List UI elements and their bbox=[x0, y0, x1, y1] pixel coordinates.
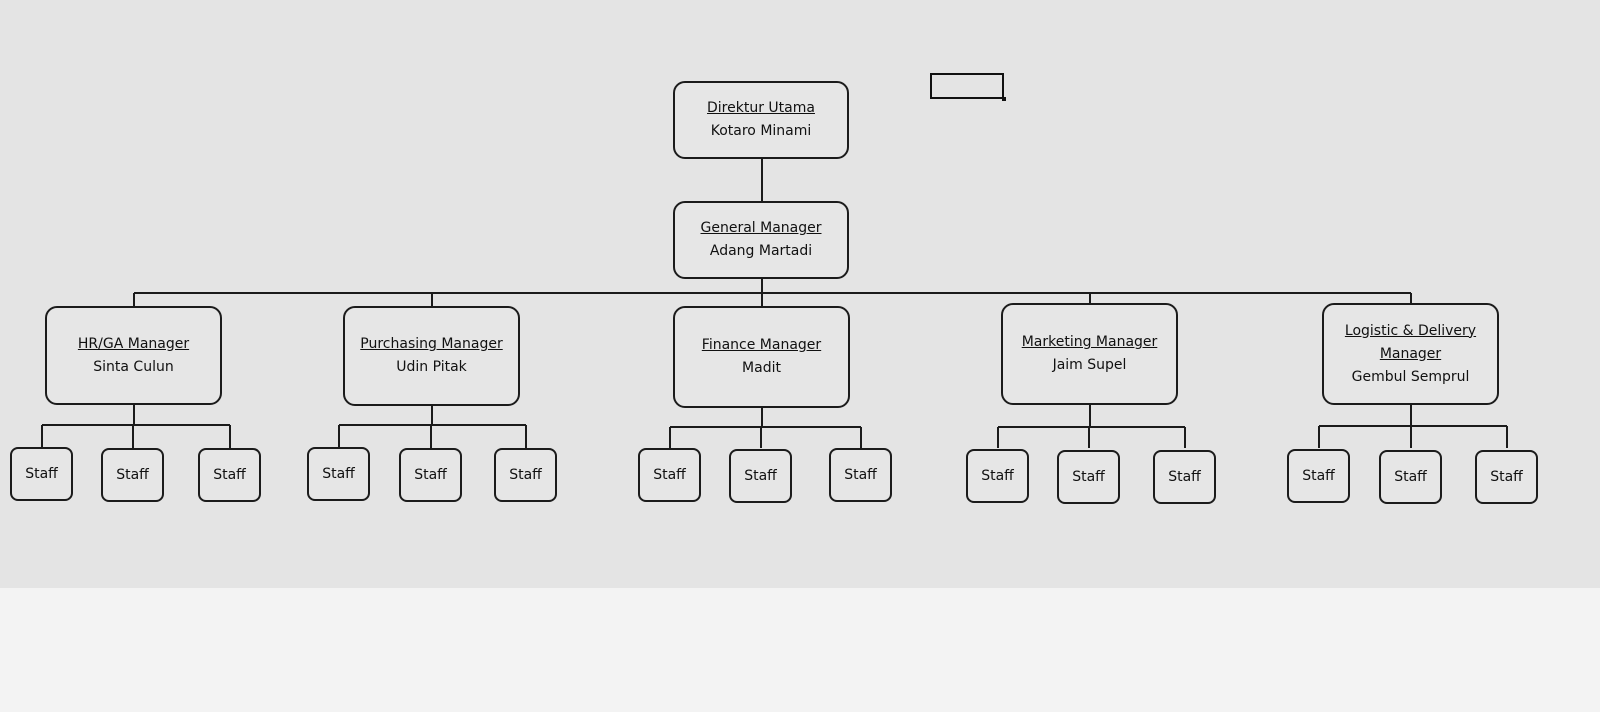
staff-box: Staff bbox=[10, 447, 73, 501]
node-manager-logistic: Logistic & Delivery Manager Gembul Sempr… bbox=[1322, 303, 1499, 405]
node-title: Purchasing Manager bbox=[360, 336, 503, 352]
node-title: Marketing Manager bbox=[1021, 334, 1158, 350]
node-person: Sinta Culun bbox=[93, 358, 174, 375]
staff-box: Staff bbox=[1287, 449, 1350, 503]
node-person: Udin Pitak bbox=[396, 359, 467, 375]
node-title: Logistic & Delivery Manager bbox=[1344, 322, 1477, 362]
node-title: Direktur Utama bbox=[707, 100, 815, 116]
staff-box: Staff bbox=[399, 448, 462, 502]
staff-box: Staff bbox=[1153, 450, 1216, 504]
node-title: General Manager bbox=[700, 220, 822, 236]
staff-box: Staff bbox=[829, 448, 892, 502]
staff-box: Staff bbox=[1475, 450, 1538, 504]
node-title: Finance Manager bbox=[701, 337, 822, 353]
empty-selection-box bbox=[930, 73, 1006, 101]
connector-lines bbox=[41, 159, 1508, 448]
node-manager-purchasing: Purchasing Manager Udin Pitak bbox=[343, 306, 520, 406]
staff-box: Staff bbox=[101, 448, 164, 502]
staff-box: Staff bbox=[198, 448, 261, 502]
node-person: Kotaro Minami bbox=[710, 123, 812, 139]
staff-box: Staff bbox=[1057, 450, 1120, 504]
staff-box: Staff bbox=[494, 448, 557, 502]
node-manager-marketing: Marketing Manager Jaim Supel bbox=[1001, 303, 1178, 405]
node-manager-finance: Finance Manager Madit bbox=[673, 306, 850, 408]
org-chart-canvas: Direktur Utama Kotaro Minami General Man… bbox=[0, 0, 1600, 588]
staff-box: Staff bbox=[307, 447, 370, 501]
staff-box: Staff bbox=[966, 449, 1029, 503]
node-person: Gembul Semprul bbox=[1351, 368, 1470, 385]
staff-box: Staff bbox=[1379, 450, 1442, 504]
node-person: Jaim Supel bbox=[1052, 357, 1127, 373]
node-direktur-utama: Direktur Utama Kotaro Minami bbox=[673, 81, 849, 159]
node-general-manager: General Manager Adang Martadi bbox=[673, 201, 849, 279]
node-person: Adang Martadi bbox=[709, 243, 813, 259]
node-manager-hr-ga: HR/GA Manager Sinta Culun bbox=[45, 306, 222, 405]
node-person: Madit bbox=[742, 360, 781, 376]
staff-box: Staff bbox=[729, 449, 792, 503]
staff-box: Staff bbox=[638, 448, 701, 502]
node-title: HR/GA Manager bbox=[77, 335, 190, 352]
